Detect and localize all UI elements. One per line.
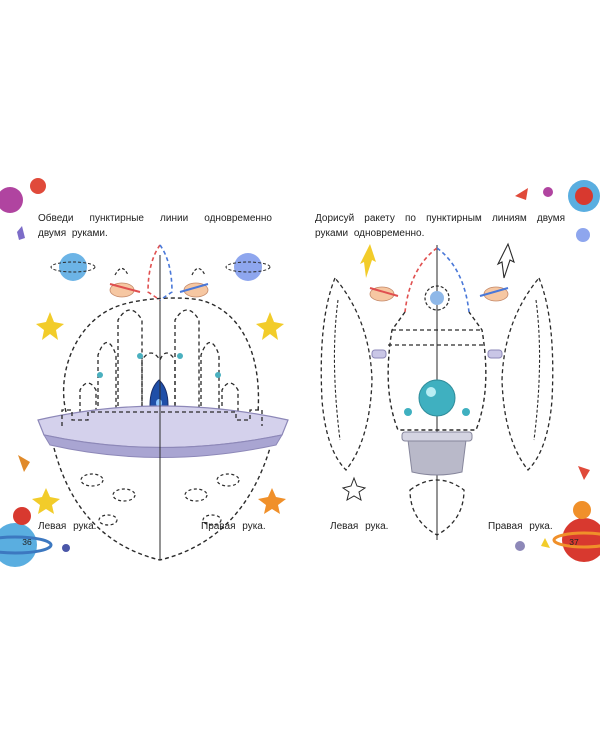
left-page-left-hand-label: Левая рука.: [38, 521, 97, 532]
star-yellow-right-page: [360, 244, 376, 278]
ufo-dome-outline: [62, 297, 260, 413]
ufo-portholes: [97, 353, 221, 378]
star-outline-right-page: [496, 242, 515, 279]
left-page-number: 36: [22, 537, 32, 547]
rocket-drawing: [320, 245, 554, 540]
planet-violet-left: [234, 253, 262, 281]
rocket-main-porthole: [418, 379, 456, 417]
ufo-lower-hull: [53, 447, 271, 561]
right-page-right-hand-label: Правая рука.: [488, 521, 553, 532]
left-page-right-hand-label: Правая рука.: [201, 521, 266, 532]
right-page-left-hand-label: Левая рука.: [330, 521, 389, 532]
ufo-drawing: [37, 244, 289, 561]
planet-blue-left: [59, 253, 87, 281]
right-page-decor: [341, 180, 600, 562]
star-orange-lower: [258, 488, 286, 514]
star-yellow-right-upper: [256, 312, 284, 340]
star-yellow-lower: [32, 488, 60, 514]
left-page-decor: [0, 178, 286, 567]
right-page-instruction: Дорисуй ракету по пунктирным линиям двум…: [315, 213, 565, 239]
star-yellow-left: [36, 312, 64, 340]
left-page-instruction: Обведи пунктирные линии одновременно дву…: [38, 213, 272, 239]
rocket-nozzle: [407, 439, 467, 476]
right-page-hands: [369, 286, 509, 302]
left-page-hands: [109, 282, 209, 298]
ufo-towers: [79, 309, 239, 420]
right-page-number: 37: [569, 537, 579, 547]
